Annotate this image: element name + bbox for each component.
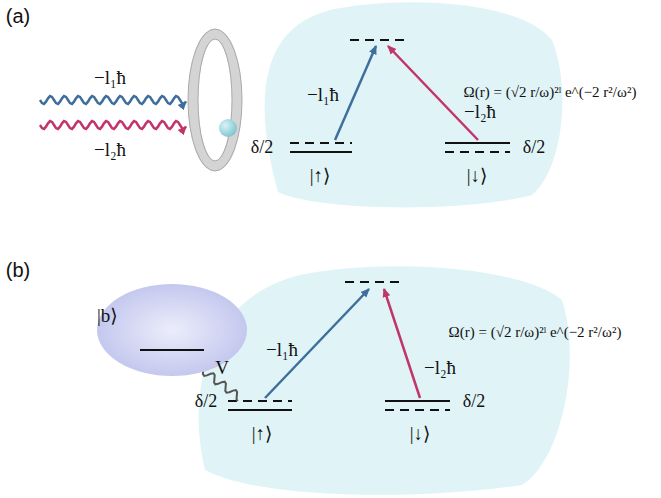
state-label: |↓⟩ <box>410 424 431 445</box>
state-label: |↓⟩ <box>467 166 488 187</box>
beam-label: −l₁ħ <box>94 68 126 89</box>
state-label: |↑⟩ <box>252 424 273 445</box>
transition-label: −l₂ħ <box>464 102 496 123</box>
detuning-label: δ/2 <box>251 138 273 158</box>
background-blob <box>199 266 570 495</box>
beam-wave <box>40 121 186 129</box>
ring <box>193 34 237 166</box>
beam-wave <box>40 96 186 104</box>
background-blob <box>265 2 563 207</box>
detuning-label: δ/2 <box>195 392 217 412</box>
panel-label: (a) <box>6 5 30 27</box>
detuning-label: δ/2 <box>523 138 545 158</box>
transition-label: −l₁ħ <box>307 85 339 106</box>
rabi-formula: Ω(r) = (√2 r/ω)²ˡ e^(−2 r²/ω²) <box>464 84 637 101</box>
beam-label: −l₂ħ <box>94 140 126 161</box>
coupling-label: V <box>215 358 229 379</box>
state-label: |↑⟩ <box>310 166 331 187</box>
atom <box>219 119 237 137</box>
transition-label: −l₂ħ <box>424 358 456 379</box>
laser-arrow <box>265 289 369 398</box>
state-label: |b⟩ <box>97 304 118 327</box>
laser-arrow <box>335 46 376 140</box>
transition-label: −l₁ħ <box>266 340 298 361</box>
detuning-label: δ/2 <box>463 392 485 412</box>
laser-arrow <box>384 289 420 398</box>
panel-label: (b) <box>6 259 30 281</box>
energy-levels <box>228 282 450 410</box>
rabi-formula: Ω(r) = (√2 r/ω)²ˡ e^(−2 r²/ω²) <box>449 324 622 341</box>
